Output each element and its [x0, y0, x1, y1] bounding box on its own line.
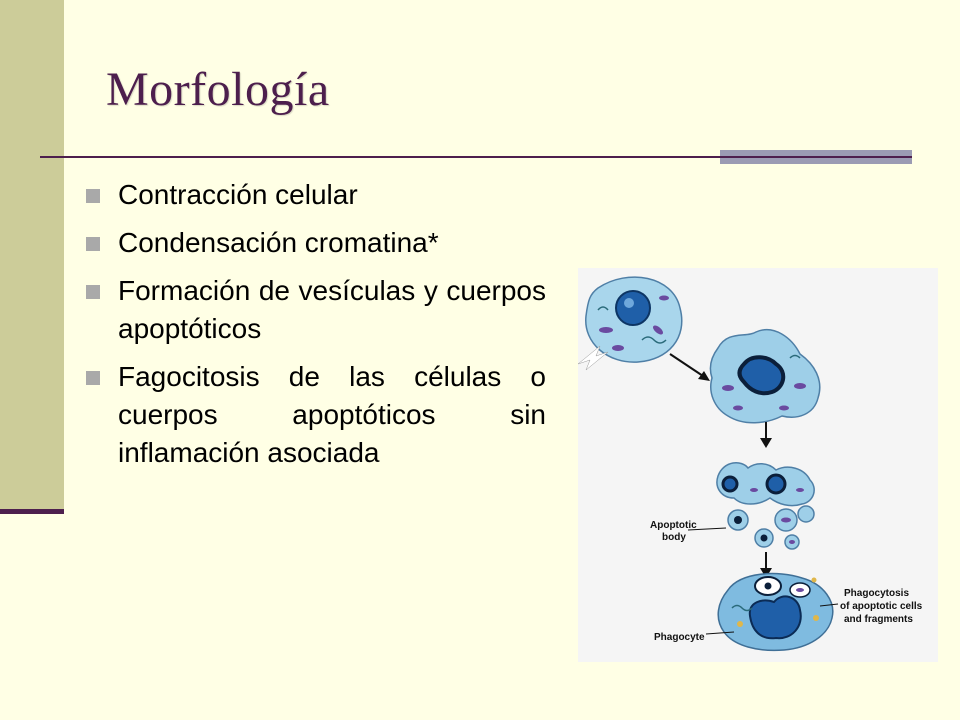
bullet-square-icon	[86, 285, 100, 299]
phagocytosis-callout: Phagocytosis of apoptotic cells and frag…	[819, 588, 923, 625]
slide-title: Morfología	[106, 63, 330, 116]
bullet-text: Contracción celular	[118, 179, 358, 210]
bullet-square-icon	[86, 237, 100, 251]
phagocytosis-label-line1: Phagocytosis	[844, 588, 909, 599]
phagocyte-callout: Phagocyte	[654, 631, 735, 643]
apoptosis-diagram: Apoptotic body Phagocytosis of apoptotic…	[578, 268, 938, 662]
shrinking-cell	[709, 329, 821, 424]
arrow-2	[760, 422, 772, 448]
bullet-item: Formación de vesículas y cuerpos apoptót…	[86, 272, 546, 348]
phagocyte-cell	[717, 572, 834, 652]
bullet-item: Fagocitosis de las células o cuerpos apo…	[86, 358, 546, 472]
normal-cell	[585, 276, 683, 363]
bullet-text: Condensación cromatina*	[118, 227, 439, 258]
apoptosis-illustration: Apoptotic body Phagocytosis of apoptotic…	[578, 276, 923, 652]
bullet-square-icon	[86, 189, 100, 203]
side-band-line	[0, 509, 64, 514]
bullet-text: Fagocitosis de las células o cuerpos apo…	[118, 361, 546, 468]
phagocytosis-label-line2: of apoptotic cells	[840, 601, 923, 612]
bullet-list: Contracción celular Condensación cromati…	[86, 176, 546, 482]
apoptotic-body-label-line1: Apoptotic	[650, 520, 697, 531]
bullet-item: Condensación cromatina*	[86, 224, 546, 262]
white-arrow-icon	[578, 345, 609, 371]
bullet-square-icon	[86, 371, 100, 385]
title-divider	[40, 156, 912, 158]
bullet-text: Formación de vesículas y cuerpos apoptót…	[118, 275, 546, 344]
bullet-item: Contracción celular	[86, 176, 546, 214]
side-band	[0, 0, 64, 512]
phagocyte-label: Phagocyte	[654, 632, 705, 643]
apoptotic-body-label-line2: body	[662, 532, 686, 543]
apoptotic-body-callout: Apoptotic body	[650, 520, 727, 543]
phagocytosis-label-line3: and fragments	[844, 614, 913, 625]
title-divider-accent	[720, 150, 912, 164]
arrow-1	[669, 353, 710, 381]
apoptotic-bodies	[716, 462, 815, 550]
